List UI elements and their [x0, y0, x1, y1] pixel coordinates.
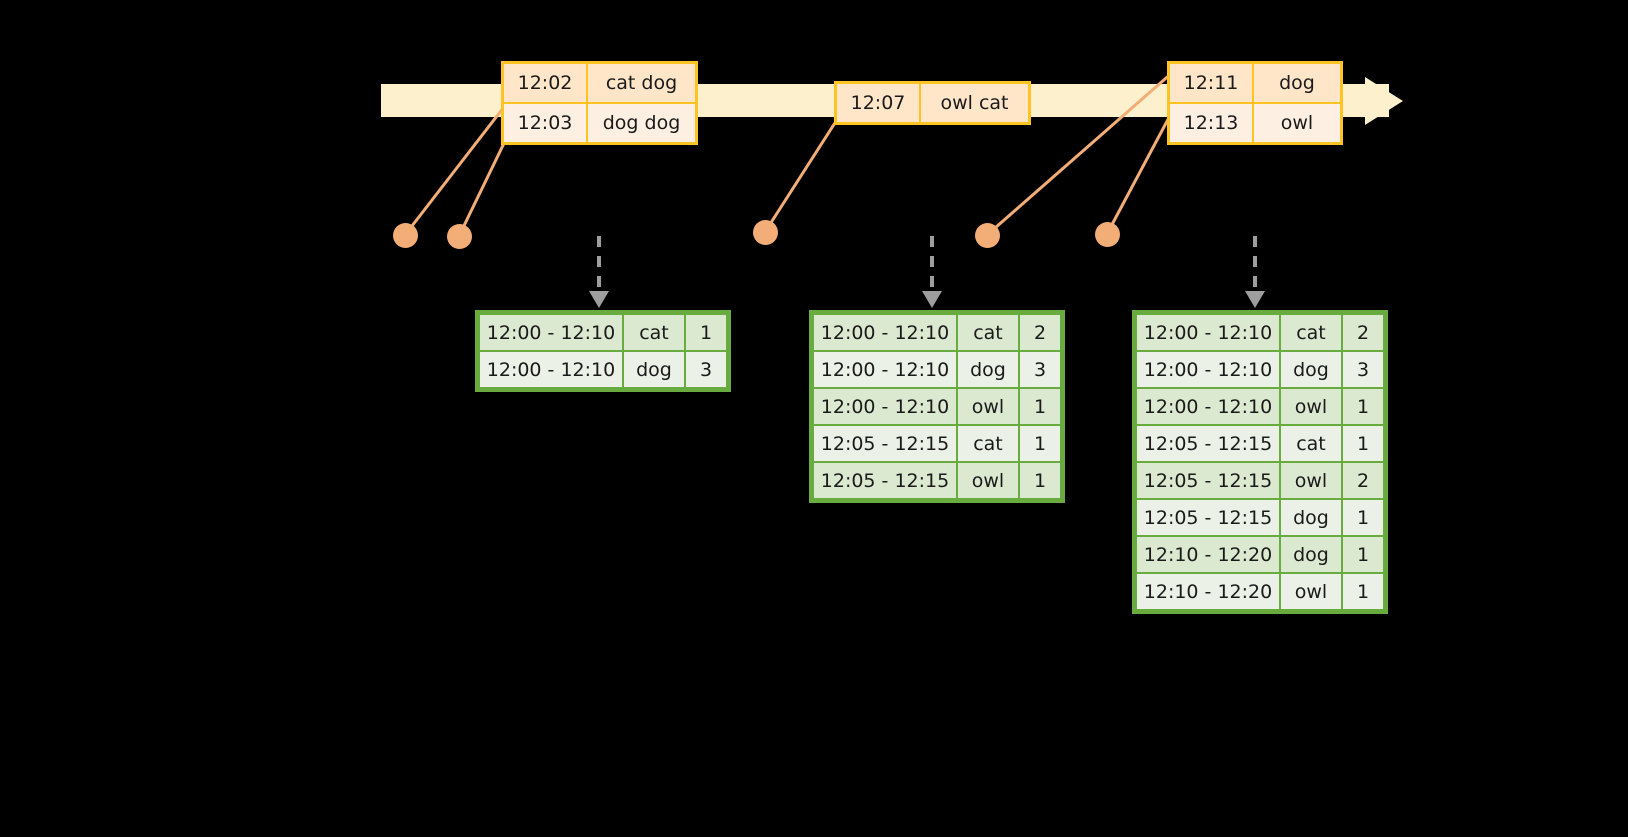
- cell-count: 2: [1343, 463, 1383, 498]
- cell-window: 12:00 - 12:10: [480, 315, 622, 350]
- connector-dot-2: [447, 224, 472, 249]
- timeline-event-box-1[interactable]: 12:02 cat dog 12:03 dog dog: [501, 61, 698, 145]
- down-arrow-1-head-icon: [589, 291, 609, 308]
- timeline-arrowhead-icon: [1365, 77, 1403, 125]
- cell-count: 3: [1343, 352, 1383, 387]
- cell-word: dog: [1281, 537, 1341, 572]
- timeline-event-row: 12:07 owl cat: [837, 84, 1028, 122]
- connector-line: [763, 114, 842, 233]
- cell-word: dog: [1281, 500, 1341, 535]
- cell-window: 12:10 - 12:20: [1137, 574, 1279, 609]
- connector-dot-1: [393, 223, 418, 248]
- timeline-event-box-3[interactable]: 12:11 dog 12:13 owl: [1167, 61, 1343, 145]
- cell-window: 12:05 - 12:15: [1137, 500, 1279, 535]
- cell-count: 1: [1343, 574, 1383, 609]
- cell-window: 12:05 - 12:15: [1137, 426, 1279, 461]
- cell-window: 12:00 - 12:10: [814, 315, 956, 350]
- cell-word: owl: [958, 389, 1018, 424]
- connector-line: [1105, 109, 1175, 235]
- timeline-event-row: 12:03 dog dog: [504, 102, 695, 142]
- cell-window: 12:00 - 12:10: [814, 389, 956, 424]
- cell-count: 1: [1343, 426, 1383, 461]
- dashed-down-arrows: [589, 236, 1265, 308]
- cell-word: owl: [1281, 389, 1341, 424]
- connector-line: [403, 102, 509, 236]
- cell-window: 12:00 - 12:10: [1137, 389, 1279, 424]
- event-time: 12:13: [1170, 104, 1254, 142]
- cell-count: 2: [1020, 315, 1060, 350]
- cell-word: cat: [1281, 426, 1341, 461]
- cell-count: 1: [1343, 500, 1383, 535]
- cell-word: owl: [958, 463, 1018, 498]
- cell-word: owl: [1281, 574, 1341, 609]
- connector-dot-4: [975, 223, 1000, 248]
- event-words: dog: [1254, 64, 1340, 102]
- cell-count: 1: [1343, 389, 1383, 424]
- down-arrow-3-head-icon: [1245, 291, 1265, 308]
- cell-window: 12:00 - 12:10: [1137, 315, 1279, 350]
- cell-window: 12:00 - 12:10: [1137, 352, 1279, 387]
- cell-window: 12:00 - 12:10: [480, 352, 622, 387]
- event-words: dog dog: [588, 104, 695, 142]
- connector-dot-5: [1095, 222, 1120, 247]
- cell-count: 1: [1020, 463, 1060, 498]
- timeline-event-row: 12:13 owl: [1170, 102, 1340, 142]
- cell-count: 1: [1343, 537, 1383, 572]
- event-words: cat dog: [588, 64, 695, 102]
- cell-window: 12:05 - 12:15: [814, 463, 956, 498]
- cell-word: dog: [624, 352, 684, 387]
- cell-window: 12:00 - 12:10: [814, 352, 956, 387]
- cell-word: owl: [1281, 463, 1341, 498]
- cell-count: 1: [686, 315, 726, 350]
- cell-window: 12:05 - 12:15: [814, 426, 956, 461]
- connector-line: [457, 134, 510, 237]
- cell-word: cat: [1281, 315, 1341, 350]
- event-words: owl cat: [921, 84, 1028, 122]
- event-time: 12:11: [1170, 64, 1254, 102]
- cell-word: cat: [624, 315, 684, 350]
- cell-count: 3: [1020, 352, 1060, 387]
- cell-count: 3: [686, 352, 726, 387]
- event-time: 12:03: [504, 104, 588, 142]
- cell-word: dog: [1281, 352, 1341, 387]
- connector-dot-3: [753, 220, 778, 245]
- event-words: owl: [1254, 104, 1340, 142]
- timeline-event-row: 12:11 dog: [1170, 64, 1340, 102]
- cell-word: dog: [958, 352, 1018, 387]
- timeline-event-box-2[interactable]: 12:07 owl cat: [834, 81, 1031, 125]
- event-time: 12:07: [837, 84, 921, 122]
- cell-count: 1: [1020, 426, 1060, 461]
- timeline-event-row: 12:02 cat dog: [504, 64, 695, 102]
- cell-count: 1: [1020, 389, 1060, 424]
- cell-window: 12:10 - 12:20: [1137, 537, 1279, 572]
- event-time: 12:02: [504, 64, 588, 102]
- down-arrow-2-head-icon: [922, 291, 942, 308]
- cell-window: 12:05 - 12:15: [1137, 463, 1279, 498]
- cell-word: cat: [958, 315, 1018, 350]
- cell-word: cat: [958, 426, 1018, 461]
- cell-count: 2: [1343, 315, 1383, 350]
